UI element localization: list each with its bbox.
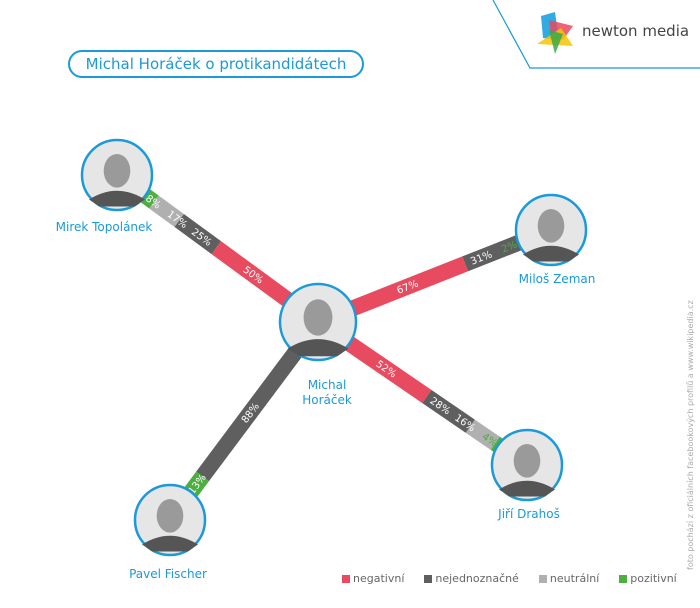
bar-segment-ambiguous <box>174 213 222 255</box>
center-name-line1: Michal <box>307 378 347 392</box>
legend-swatch <box>342 574 350 583</box>
photo-topolanek <box>80 138 154 212</box>
bar-label-positive: 2% <box>500 239 519 255</box>
candidate-name-drahos: Jiří Drahoš <box>498 507 560 521</box>
center-name: Michal Horáček <box>302 378 352 408</box>
photo-drahos <box>490 428 564 502</box>
bar-segment-neutral <box>465 419 500 450</box>
header-frame-line <box>492 0 700 69</box>
legend-label: negativní <box>353 572 405 585</box>
bar-segment-ambiguous <box>422 389 475 433</box>
photo-fischer <box>133 483 207 557</box>
legend-label: pozitivní <box>630 572 677 585</box>
photo-horacek <box>278 282 358 362</box>
page-title: Michal Horáček o protikandidátech <box>68 50 364 78</box>
legend-swatch <box>619 574 628 583</box>
photo-source-note: foto pochází z oficiálních facebookových… <box>686 300 695 570</box>
legend-negative: negativní <box>342 572 404 585</box>
photo-zeman <box>514 193 588 267</box>
candidate-name-topolanek: Mirek Topolánek <box>55 220 153 234</box>
newton-media-logo <box>537 12 573 54</box>
brand-name: newton media <box>582 22 690 40</box>
center-name-line2: Horáček <box>302 393 352 407</box>
candidate-name-zeman: Miloš Zeman <box>518 272 596 286</box>
bar-segment-ambiguous <box>462 235 522 272</box>
bar-segment-ambiguous <box>196 344 305 482</box>
legend-neutral: neutrální <box>538 572 600 585</box>
legend-ambiguous: nejednoznačné <box>424 572 519 585</box>
legend-label: neutrální <box>549 572 600 585</box>
candidate-name-fischer: Pavel Fischer <box>129 567 207 581</box>
legend: negativní nejednoznačné neutrální poziti… <box>342 572 677 585</box>
legend-positive: pozitivní <box>619 572 677 585</box>
legend-swatch <box>538 574 547 583</box>
legend-label: nejednoznačné <box>435 572 519 585</box>
bar-segment-neutral <box>149 195 184 227</box>
bar-segment-negative <box>341 334 432 404</box>
legend-swatch <box>424 574 433 583</box>
bar-segment-negative <box>346 256 469 317</box>
bar-segment-negative <box>211 241 296 309</box>
